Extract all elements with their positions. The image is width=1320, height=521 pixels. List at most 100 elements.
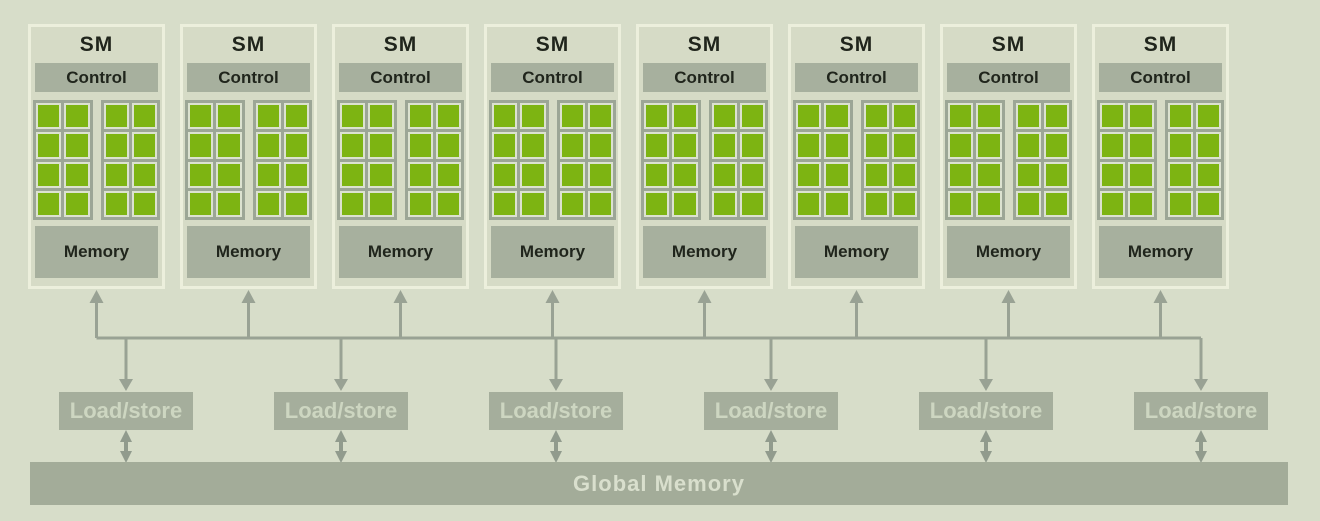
core-group [489, 100, 549, 220]
core-cell [711, 132, 737, 159]
load-store-box: Load/store [274, 392, 408, 430]
core-cell [188, 103, 214, 130]
core-cell [644, 132, 670, 159]
core-cell [587, 132, 613, 159]
load-store-label: Load/store [284, 398, 398, 423]
core-cell [672, 190, 698, 217]
sm-title: SM [79, 33, 114, 56]
core-cell [891, 190, 917, 217]
sm-memory-box: Memory [35, 226, 158, 278]
core-cell [796, 132, 822, 159]
sm-memory-box: Memory [339, 226, 462, 278]
core-cell [891, 132, 917, 159]
sm-memory-box: Memory [491, 226, 614, 278]
sm-title: SM [687, 33, 722, 56]
load-store-box: Load/store [59, 392, 193, 430]
core-cell [407, 103, 433, 130]
core-cell [672, 161, 698, 188]
global-memory-label: Global Memory [573, 470, 745, 496]
sm-block: SM Control Memory [1092, 24, 1229, 289]
core-cell [64, 103, 90, 130]
core-cell [1195, 103, 1221, 130]
sm-core-grid [33, 100, 160, 220]
sm-memory-box: Memory [1099, 226, 1222, 278]
core-cell [435, 161, 461, 188]
core-cell [711, 190, 737, 217]
core-cell [644, 190, 670, 217]
core-cell [976, 161, 1002, 188]
sm-control-box: Control [187, 63, 310, 92]
core-cell [1128, 103, 1154, 130]
core-cell [103, 161, 129, 188]
core-cell [1195, 190, 1221, 217]
core-cell [976, 190, 1002, 217]
sm-core-grid [185, 100, 312, 220]
core-cell [1100, 190, 1126, 217]
core-cell [368, 190, 394, 217]
core-group [404, 100, 464, 220]
core-cell [435, 190, 461, 217]
sm-block: SM Control Memory [484, 24, 621, 289]
core-cell [1100, 132, 1126, 159]
core-group [252, 100, 312, 220]
core-cell [64, 190, 90, 217]
core-cell [103, 190, 129, 217]
core-cell [739, 132, 765, 159]
core-cell [131, 132, 157, 159]
sm-title: SM [535, 33, 570, 56]
core-cell [1015, 161, 1041, 188]
core-cell [368, 161, 394, 188]
core-cell [520, 190, 546, 217]
core-cell [1128, 161, 1154, 188]
sm-block: SM Control Memory [788, 24, 925, 289]
core-cell [131, 161, 157, 188]
sm-core-grid [793, 100, 920, 220]
core-cell [64, 161, 90, 188]
core-cell [796, 190, 822, 217]
core-cell [863, 132, 889, 159]
core-cell [711, 161, 737, 188]
sm-control-box: Control [947, 63, 1070, 92]
core-cell [559, 103, 585, 130]
core-cell [36, 161, 62, 188]
core-group [793, 100, 853, 220]
core-group [1012, 100, 1072, 220]
sm-title: SM [1143, 33, 1178, 56]
core-cell [824, 161, 850, 188]
core-cell [559, 190, 585, 217]
core-cell [216, 132, 242, 159]
core-cell [948, 190, 974, 217]
core-group [708, 100, 768, 220]
sm-memory-box: Memory [643, 226, 766, 278]
sm-title: SM [839, 33, 874, 56]
core-group [185, 100, 245, 220]
core-cell [1043, 190, 1069, 217]
core-cell [407, 161, 433, 188]
core-cell [891, 103, 917, 130]
core-cell [103, 132, 129, 159]
core-cell [891, 161, 917, 188]
core-cell [796, 103, 822, 130]
core-cell [492, 132, 518, 159]
core-cell [739, 190, 765, 217]
sm-title: SM [383, 33, 418, 56]
load-store-box: Load/store [919, 392, 1053, 430]
sm-block: SM Control Memory [940, 24, 1077, 289]
core-cell [824, 132, 850, 159]
sm-core-grid [337, 100, 464, 220]
core-cell [216, 161, 242, 188]
core-cell [1128, 190, 1154, 217]
core-cell [1128, 132, 1154, 159]
core-cell [1167, 190, 1193, 217]
core-cell [587, 161, 613, 188]
sm-core-grid [945, 100, 1072, 220]
core-cell [103, 103, 129, 130]
global-memory-bar: Global Memory [30, 462, 1288, 505]
core-cell [863, 103, 889, 130]
core-cell [644, 161, 670, 188]
core-cell [131, 103, 157, 130]
sm-control-box: Control [491, 63, 614, 92]
sm-block: SM Control Memory [636, 24, 773, 289]
core-cell [255, 103, 281, 130]
